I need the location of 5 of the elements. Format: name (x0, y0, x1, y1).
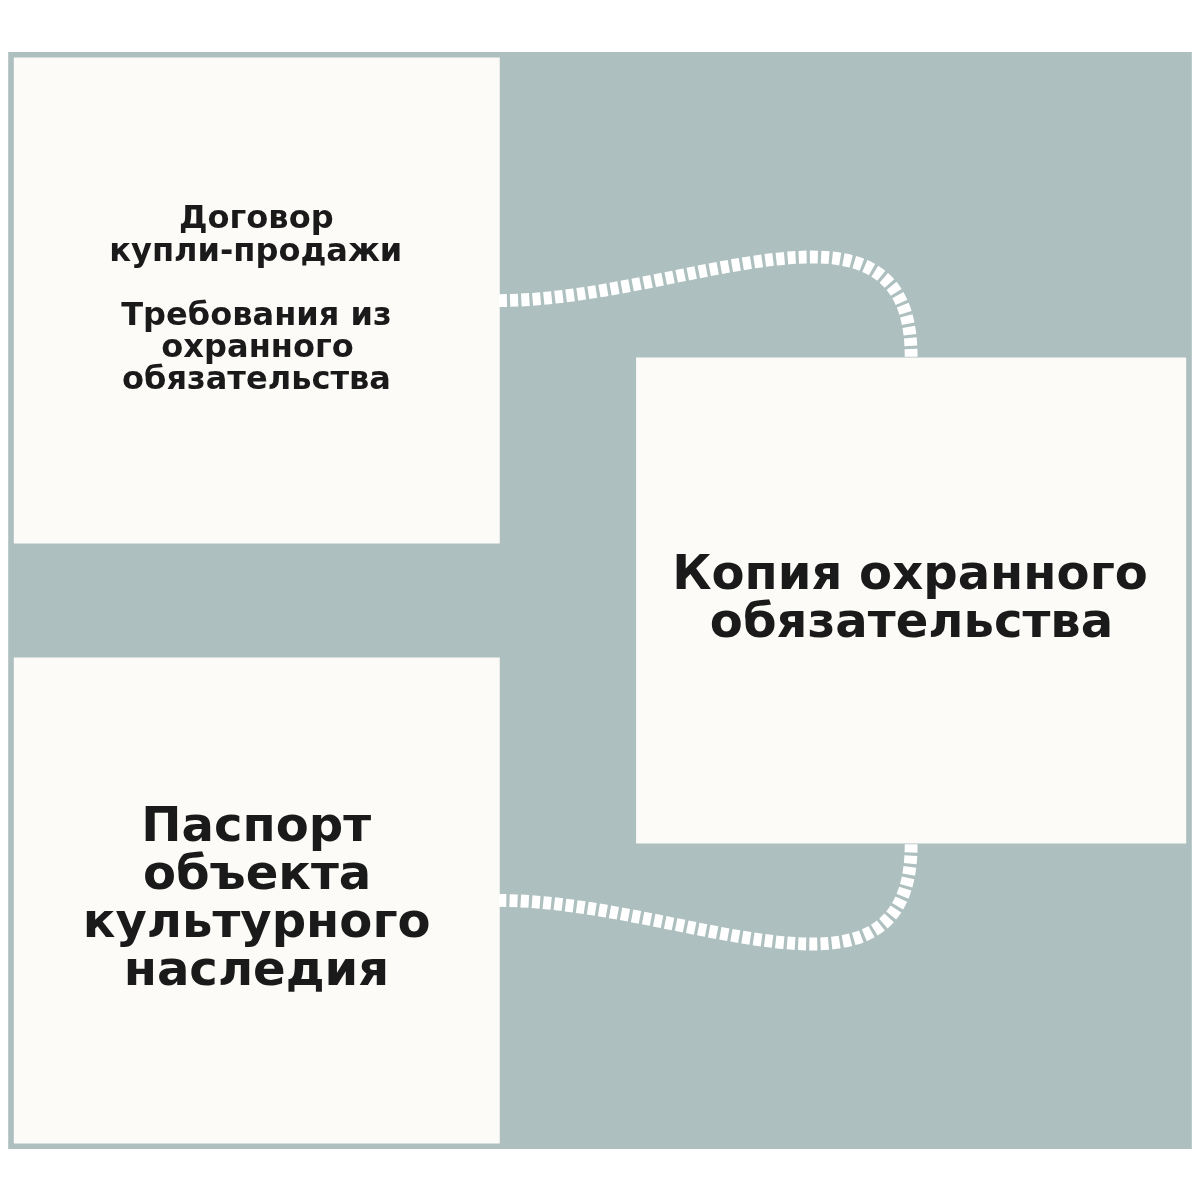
node-box: Копия охранного обязательства (636, 357, 1187, 843)
connector (498, 250, 918, 357)
connector (498, 843, 918, 950)
node-box: Паспорт объекта культурного наследия (13, 656, 500, 1143)
node-box: Договор купли-продажи Требования из охранного обязательства (13, 57, 500, 544)
